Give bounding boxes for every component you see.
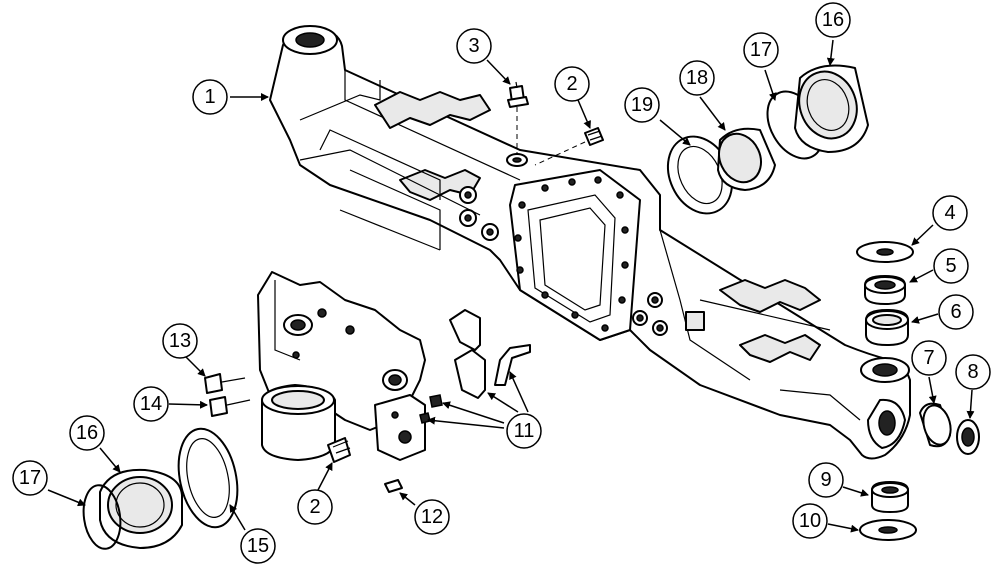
part-8-seal	[956, 419, 980, 455]
svg-text:16: 16	[822, 9, 844, 31]
part-7-bush	[919, 402, 952, 448]
callout-12: 12	[414, 499, 450, 535]
callout-18: 18	[679, 60, 715, 96]
svg-text:10: 10	[799, 510, 821, 532]
svg-text:19: 19	[631, 94, 653, 116]
part-12-dowel	[384, 479, 403, 493]
svg-text:6: 6	[950, 301, 961, 323]
callout-11: 11	[506, 413, 542, 449]
callout-2-lower: 2	[297, 489, 333, 525]
callout-16-right: 16	[815, 2, 851, 38]
callout-8: 8	[955, 354, 991, 390]
callout-13: 13	[162, 323, 198, 359]
callout-4: 4	[932, 195, 968, 231]
part-17-oring-left	[82, 484, 122, 550]
svg-text:2: 2	[309, 496, 320, 518]
callout-5: 5	[933, 248, 969, 284]
svg-text:13: 13	[169, 330, 191, 352]
part-18-bearing	[717, 127, 776, 191]
svg-text:15: 15	[247, 535, 269, 557]
part-4-washer	[856, 241, 914, 263]
svg-text:2: 2	[566, 73, 577, 95]
callout-16-left: 16	[69, 415, 105, 451]
svg-text:14: 14	[140, 393, 162, 415]
callout-1: 1	[192, 79, 228, 115]
callout-17-left: 17	[12, 460, 48, 496]
part-14-bolt	[209, 396, 251, 417]
part-11-caps	[419, 309, 531, 424]
svg-text:9: 9	[820, 469, 831, 491]
part-3-breather	[507, 81, 529, 155]
callout-9: 9	[808, 462, 844, 498]
callout-17-right: 17	[743, 32, 779, 68]
part-5-spacer	[864, 275, 906, 305]
swivel-housing	[257, 271, 426, 461]
svg-text:3: 3	[468, 35, 479, 57]
callout-7: 7	[911, 340, 947, 376]
part-2-plug-upper	[534, 127, 604, 166]
callout-15: 15	[240, 528, 276, 564]
callout-3: 3	[456, 28, 492, 64]
callout-10: 10	[792, 503, 828, 539]
svg-text:5: 5	[945, 255, 956, 277]
part-10-washer	[859, 519, 917, 541]
axle-housing	[269, 25, 911, 460]
part-16-bush-left	[99, 468, 183, 549]
callout-2-upper: 2	[554, 66, 590, 102]
svg-text:17: 17	[19, 467, 41, 489]
svg-text:4: 4	[944, 202, 955, 224]
part-16-bush-right	[794, 64, 869, 153]
leader-lines	[47, 39, 975, 533]
svg-text:17: 17	[750, 39, 772, 61]
svg-text:1: 1	[204, 86, 215, 108]
svg-text:8: 8	[967, 361, 978, 383]
callout-19: 19	[624, 87, 660, 123]
svg-text:18: 18	[686, 67, 708, 89]
svg-text:16: 16	[76, 422, 98, 444]
callout-14: 14	[133, 386, 169, 422]
part-9-bush	[871, 481, 909, 513]
part-2-plug-lower	[327, 437, 351, 463]
svg-text:11: 11	[514, 420, 535, 442]
callout-6: 6	[938, 294, 974, 330]
flange-bolt-holes	[514, 176, 629, 332]
part-6-bush	[865, 309, 909, 346]
svg-text:12: 12	[421, 506, 443, 528]
part-15-seal	[177, 427, 239, 529]
svg-text:7: 7	[923, 347, 934, 369]
part-13-bolt	[204, 373, 246, 394]
